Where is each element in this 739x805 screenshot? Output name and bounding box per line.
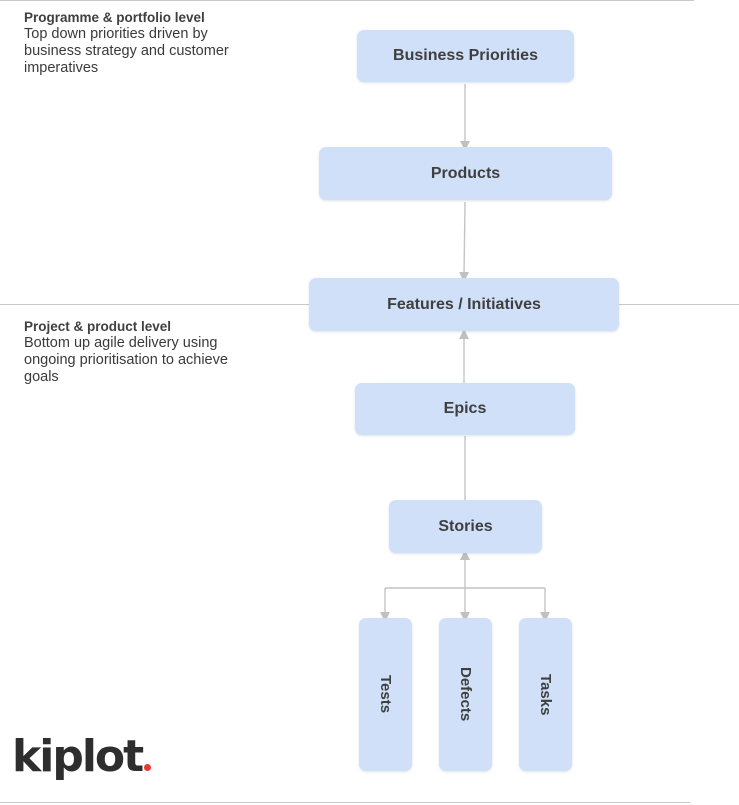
node-features-initiatives: Features / Initiatives (309, 278, 619, 331)
project-level-section: Project & product level Bottom up agile … (24, 318, 284, 386)
arrow-products-to-features (459, 201, 470, 282)
project-level-heading: Project & product level (24, 319, 172, 334)
node-stories-label: Stories (438, 517, 493, 535)
portfolio-level-section: Programme & portfolio level Top down pri… (24, 9, 284, 77)
logo-text: kiplot (12, 731, 144, 782)
node-products-label: Products (430, 164, 501, 182)
node-business-priorities-label: Business Priorities (393, 47, 538, 64)
node-defects: Defects (439, 618, 492, 771)
project-level-description: Bottom up agile delivery using ongoing p… (24, 335, 228, 385)
node-tests-label: Tests (377, 675, 394, 714)
node-business-priorities: Business Priorities (357, 30, 574, 82)
node-epics: Epics (355, 383, 575, 435)
node-tasks: Tasks (519, 618, 572, 771)
node-stories: Stories (389, 500, 542, 553)
node-tasks-label: Tasks (537, 673, 554, 716)
kiplot-logo: kiplot (12, 735, 152, 779)
node-epics-label: Epics (443, 400, 487, 417)
logo-dot (144, 764, 152, 771)
portfolio-level-heading: Programme & portfolio level (24, 10, 205, 25)
top-divider (0, 0, 694, 1)
node-products: Products (319, 147, 612, 200)
bottom-divider (0, 802, 690, 803)
portfolio-level-description: Top down priorities driven by business s… (24, 26, 229, 76)
node-features-label: Features / Initiatives (387, 295, 541, 313)
node-defects-label: Defects (457, 667, 474, 722)
node-tests: Tests (359, 618, 412, 771)
